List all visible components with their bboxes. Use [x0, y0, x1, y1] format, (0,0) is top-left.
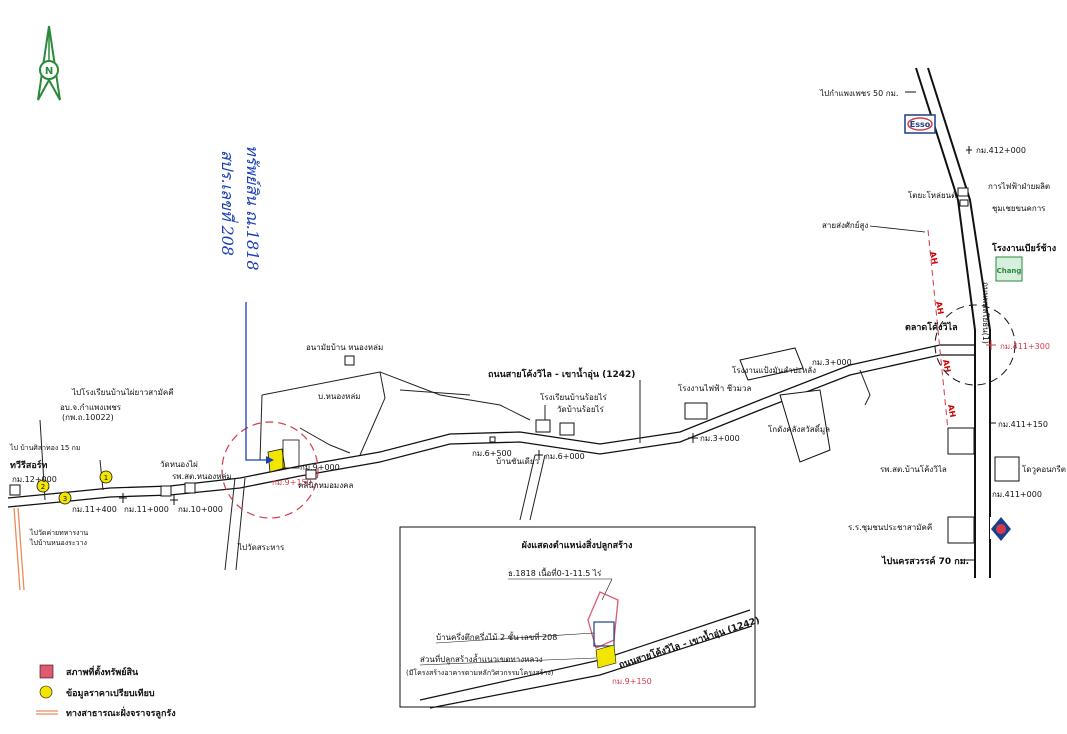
svg-text:AH: AH — [934, 301, 945, 315]
legend-property: สภาพที่ตั้งทรัพย์สิน — [66, 665, 139, 678]
svg-text:AH: AH — [946, 404, 957, 418]
label-hotel: โตยะโหล่ยนต์ — [908, 190, 956, 200]
label-thaweesod: ทวีรีสอร์ท — [10, 459, 48, 471]
label-to-school: ไปโรงเรียนบ้านไผ่ยาวสามัคคี — [71, 387, 174, 397]
inset-site-plan: ผังแสดงตำแหน่งสิ่งปลูกสร้าง ธ.1818 เนื้อ… — [399, 526, 761, 709]
label-main-road: ถนนสายโค้งวิไล - เขาน้ำอุ่น (1242) — [488, 367, 635, 380]
svg-text:3: 3 — [63, 495, 67, 503]
km-9-000: กม.9+000 — [300, 463, 340, 472]
power-line — [927, 229, 949, 431]
label-temple-mid: วัดบ้านร้อยไร่ — [557, 405, 605, 414]
legend: สภาพที่ตั้งทรัพย์สิน ข้อมูลราคาเปรียบเที… — [36, 664, 176, 719]
km-3-000-a: กม.3+000 — [812, 358, 852, 367]
north-letter: N — [45, 66, 53, 77]
legend-public-road: ทางสาธารณะฝั่งจราจรลูกรัง — [66, 706, 176, 719]
km-3-000-b: กม.3+000 — [700, 434, 740, 443]
inset-encroach-note: (มีโครงสร้างอาคารตามหลักวิศวกรรมโครงสร้า… — [406, 668, 554, 677]
label-district2: (กพ.ถ.10022) — [62, 413, 114, 422]
north-arrow-icon: N — [37, 25, 61, 101]
label-to-ban-sila: ไป บ้านศิลาทอง 15 กม — [9, 443, 80, 452]
esso-logo: Esso — [904, 114, 936, 134]
label-to-wat-kham: ไปวัดค่ายทหารงาน — [29, 528, 88, 537]
km-411-300: กม.411+300 — [1000, 342, 1050, 351]
km-ticks — [119, 146, 996, 505]
label-district: อบ.จ.กำแพงเพชร — [60, 403, 122, 412]
label-temple-nong: วัดหนองไผ่ — [160, 460, 198, 469]
km-12-000: กม.12+000 — [12, 475, 57, 484]
km-6-000: กม.6+000 — [545, 452, 585, 461]
svg-text:1: 1 — [104, 474, 108, 482]
label-concrete: โดวูคอนกรีต — [1022, 464, 1066, 475]
km-6-500: กม.6+500 — [472, 449, 512, 458]
label-village-nong: บ.หนองหล่ม — [318, 392, 361, 401]
svg-text:2: 2 — [41, 483, 45, 491]
label-brewery: โรงงานเบียร์ช้าง — [991, 242, 1056, 254]
side-roads — [39, 369, 871, 571]
km-11-000: กม.11+000 — [124, 505, 169, 514]
label-school-mid: โรงเรียนบ้านร้อยไร่ — [540, 392, 608, 402]
svg-text:ทรัพย์สิน ณ.1818: ทรัพย์สิน ณ.1818 — [243, 145, 262, 271]
inset-encroach: ส่วนที่ปลูกสร้างล้ำแนวเขตทางหลวง — [420, 653, 543, 665]
svg-text:AH: AH — [941, 359, 952, 373]
market-circle — [934, 304, 1016, 386]
highway-label: ถนนพหลโยธิน(1) — [981, 282, 991, 344]
label-power-office: การไฟฟ้าฝ่ายผลิต — [988, 182, 1050, 191]
km-11-400: กม.11+400 — [72, 505, 117, 514]
property-circle — [221, 421, 319, 519]
km-412-000: กม.412+000 — [976, 146, 1026, 155]
label-substation: ชุมเชยขนคการ — [992, 204, 1046, 213]
inset-house: บ้านครึ่งตึกครึ่งไม้ 2 ชั้น เลขที่ 208 — [436, 631, 557, 642]
label-warehouse: โกดังคลังสวัสดิ์มูล — [768, 423, 830, 435]
handwritten-note: ทรัพย์สิน ณ.1818 สปร.เลขที่ 208 — [218, 145, 274, 464]
laterite-road — [13, 507, 25, 591]
highway-1 — [915, 67, 991, 578]
label-school-nong: อนามัยบ้าน หนองหล่ม — [306, 343, 383, 352]
inset-title: ผังแสดงตำแหน่งสิ่งปลูกสร้าง — [522, 538, 633, 551]
label-school-right: ร.ร.ชุมชนประชาสามัคคี — [848, 523, 932, 532]
label-hospital: รพ.สต.บ้านโค้งวิไล — [880, 464, 947, 474]
svg-text:AH: AH — [928, 251, 939, 265]
comparables: 1 2 3 — [36, 470, 113, 505]
svg-text:Chang: Chang — [997, 267, 1022, 275]
label-village-mid: บ้านชันเดียว — [496, 457, 539, 466]
inset-km: กม.9+150 — [612, 677, 652, 686]
km-411-150: กม.411+150 — [998, 420, 1048, 429]
label-to-ban-nong: ไปบ้านหนองระวาง — [29, 538, 87, 547]
chang-logo: Chang — [995, 256, 1023, 282]
label-power-station: โรงงานไฟฟ้า ชีวมวล — [678, 383, 751, 393]
inset-deed: ธ.1818 เนื้อที่0-1-11.5 ไร่ — [508, 567, 602, 578]
km-411-000: กม.411+000 — [992, 490, 1042, 499]
legend-comparable: ข้อมูลราคาเปรียบเทียบ — [66, 688, 155, 699]
km-10-000: กม.10+000 — [178, 505, 223, 514]
road-1242 — [7, 344, 975, 508]
label-to-wat-sra: ไปวัดสระหาร — [237, 543, 285, 552]
svg-text:สปร.เลขที่ 208: สปร.เลขที่ 208 — [218, 150, 239, 256]
ptt-station-icon — [990, 517, 1012, 541]
km-9-150: กม.9+150 — [272, 478, 312, 487]
label-power-line: สายส่งศักย์สูง — [822, 220, 868, 231]
buildings — [9, 187, 1020, 544]
label-rice-mill: โรงงานแป้งมันสำปะหลัง — [732, 365, 816, 375]
label-clinic2: คลินิกหมอมงคล — [298, 481, 353, 490]
label-clinic-nong: รพ.สต.หนองหล่ม — [172, 472, 232, 481]
label-to-kamphaeng: ไปกำแพงเพชร 50 กม. — [819, 89, 898, 98]
label-to-nakhon: ไปนครสวรรค์ 70 กม. — [881, 555, 969, 567]
svg-text:Esso: Esso — [910, 120, 931, 129]
label-market: ตลาดโค้งวิไล — [905, 321, 958, 333]
